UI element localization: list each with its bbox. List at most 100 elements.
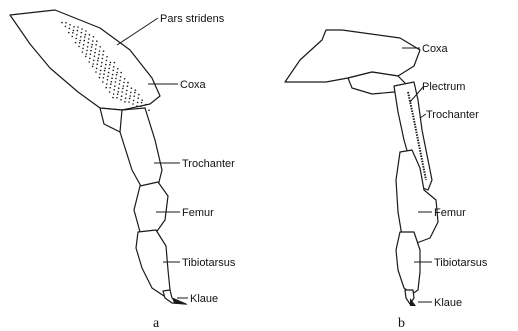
stridens-dot	[98, 57, 100, 59]
tibiotarsus-a-shape	[136, 230, 170, 296]
stridens-dot	[85, 34, 87, 36]
stridens-dot	[132, 103, 134, 105]
stridens-dot	[108, 68, 110, 70]
panel-label-a: a	[153, 316, 160, 331]
label-pars-stridens: Pars stridens	[160, 13, 225, 25]
stridens-dot	[117, 68, 119, 70]
stridens-dot	[99, 77, 101, 79]
stridens-dot	[93, 60, 95, 62]
stridens-dot	[77, 26, 79, 28]
stridens-dot	[114, 62, 116, 64]
stridens-dot	[79, 40, 81, 42]
stridens-dot	[112, 70, 114, 72]
stridens-dot	[103, 73, 105, 75]
stridens-dot	[117, 91, 119, 93]
stridens-dot	[81, 28, 83, 30]
stridens-dot	[119, 83, 121, 85]
trochanter-a-shape	[120, 108, 162, 188]
panel-label-b: b	[398, 316, 405, 331]
stridens-dot	[120, 72, 122, 74]
stridens-dot	[91, 46, 93, 48]
stridens-dot	[100, 65, 102, 67]
label-klaue-a: Klaue	[190, 293, 218, 305]
stridens-dot	[109, 91, 111, 93]
tibiotarsus-b-shape	[396, 232, 420, 294]
stridens-dot	[65, 26, 67, 28]
stridens-dot	[72, 32, 74, 34]
stridens-dot	[129, 95, 131, 97]
coxa-b-shape	[285, 30, 420, 82]
stridens-dot	[102, 81, 104, 83]
stridens-dot	[116, 74, 118, 76]
stridens-dot	[145, 104, 147, 106]
stridens-dot	[85, 30, 87, 32]
stridens-dot	[73, 30, 75, 32]
stridens-dot	[107, 79, 109, 81]
stridens-dot	[82, 48, 84, 50]
stridens-dot	[65, 22, 67, 24]
stridens-dot	[110, 62, 112, 64]
stridens-dot	[100, 70, 102, 72]
label-plectrum: Plectrum	[422, 81, 465, 93]
stridens-dot	[116, 97, 118, 99]
coxa-a-shape	[10, 10, 160, 110]
stridens-dot	[111, 81, 113, 83]
stridens-dot	[114, 85, 116, 87]
stridens-dot	[99, 46, 101, 48]
stridens-dot	[110, 83, 112, 85]
figure-b: Coxa Plectrum Trochanter Femur Tibiotars…	[285, 30, 488, 331]
stridens-dot	[105, 64, 107, 66]
stridens-dot	[112, 74, 114, 76]
label-coxa-b: Coxa	[422, 43, 449, 55]
stridens-dot	[115, 81, 117, 83]
stridens-dot	[109, 64, 111, 66]
stridens-dot	[69, 28, 71, 30]
stridens-dot	[82, 51, 84, 53]
stridens-dot	[107, 75, 109, 77]
stridens-dot	[128, 101, 130, 103]
stridens-dot	[123, 85, 125, 87]
stridens-dot	[88, 38, 90, 40]
stridens-dot	[106, 60, 108, 62]
label-tibiotarsus-a: Tibiotarsus	[182, 257, 236, 269]
femur-b-shape	[396, 150, 438, 244]
stridens-dot	[140, 105, 142, 107]
stridens-dot	[111, 77, 113, 79]
stridens-dot	[96, 63, 98, 65]
stridens-dot	[141, 99, 143, 101]
stridens-dot	[137, 97, 139, 99]
stridens-dot	[83, 44, 85, 46]
stridens-dot	[95, 71, 97, 73]
stridens-dot	[109, 87, 111, 89]
stridens-dot	[102, 58, 104, 60]
stridens-dot	[89, 58, 91, 60]
stridens-dot	[103, 50, 105, 52]
stridens-dot	[138, 94, 140, 96]
stridens-dot	[119, 80, 121, 82]
stridens-dot	[133, 100, 135, 102]
stridens-dot	[85, 56, 87, 58]
stridens-dot	[126, 90, 128, 92]
stridens-dot	[106, 83, 108, 85]
stridens-dot	[124, 78, 126, 80]
stridens-dot	[118, 87, 120, 89]
stridens-dot	[99, 50, 101, 52]
stridens-dot	[104, 67, 106, 69]
stridens-dot	[86, 53, 88, 55]
stridens-dot	[136, 105, 138, 107]
stridens-dot	[68, 32, 70, 34]
leader-pars-stridens	[117, 18, 158, 45]
stridens-dot	[73, 26, 75, 28]
stridens-dot	[87, 42, 89, 44]
label-femur-a: Femur	[182, 207, 214, 219]
stridens-dot	[61, 22, 63, 24]
stridens-dot	[113, 93, 115, 95]
femur-a-shape	[134, 182, 168, 234]
stridens-dot	[87, 46, 89, 48]
label-klaue-b: Klaue	[434, 297, 462, 309]
stridens-dot	[121, 91, 123, 93]
stridens-dot	[124, 101, 126, 103]
stridens-dot	[120, 99, 122, 101]
